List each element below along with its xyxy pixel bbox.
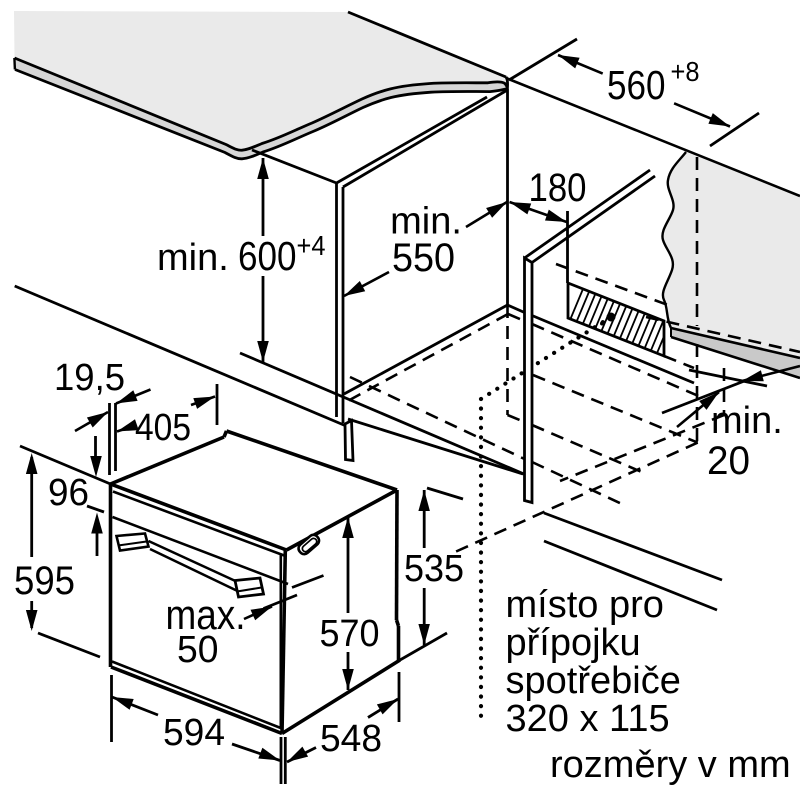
svg-text:180: 180	[529, 166, 587, 210]
svg-text:595: 595	[14, 559, 75, 603]
svg-text:max.: max.	[166, 591, 246, 638]
svg-text:rozměry v mm: rozměry v mm	[550, 744, 791, 786]
svg-text:548: 548	[320, 718, 382, 760]
svg-text:min.: min.	[390, 201, 462, 243]
svg-text:600: 600	[238, 233, 297, 279]
svg-text:přípojku: přípojku	[506, 622, 641, 664]
svg-text:19,5: 19,5	[54, 357, 125, 399]
svg-text:+8: +8	[671, 56, 700, 87]
svg-text:místo pro: místo pro	[506, 584, 664, 626]
svg-text:spotřebiče: spotřebiče	[506, 660, 681, 702]
svg-text:560: 560	[607, 62, 666, 108]
svg-text:594: 594	[163, 712, 225, 754]
svg-text:20: 20	[707, 439, 750, 483]
svg-text:550: 550	[392, 236, 455, 280]
svg-text:96: 96	[48, 472, 89, 514]
svg-text:570: 570	[320, 613, 380, 655]
svg-text:535: 535	[404, 548, 464, 590]
svg-text:405: 405	[135, 407, 191, 449]
svg-text:50: 50	[177, 629, 219, 671]
svg-text:+4: +4	[297, 230, 326, 261]
svg-text:min.: min.	[711, 400, 783, 442]
svg-text:320 x 115: 320 x 115	[506, 698, 670, 740]
svg-text:min.: min.	[157, 237, 229, 279]
